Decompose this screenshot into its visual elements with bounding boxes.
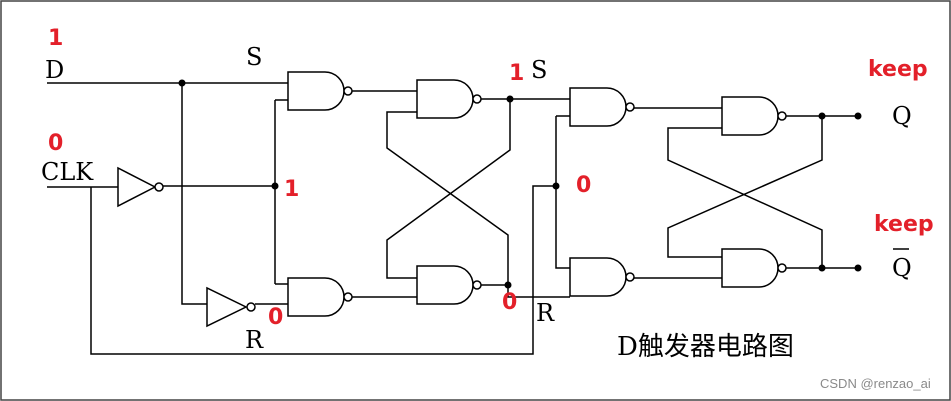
junction-slave-clk (552, 182, 560, 190)
master-feedback-b (386, 100, 511, 279)
clk-label: CLK (41, 158, 94, 186)
junctions (178, 79, 862, 289)
slave-latch-gate-a (721, 96, 787, 136)
d-value: 1 (48, 26, 63, 51)
slave-r-label: R (536, 299, 555, 327)
master-s-label: S (246, 43, 262, 71)
master-latch-gate-a (416, 79, 482, 119)
qbar-terminal (854, 264, 862, 272)
master-r-gate-value: 0 (268, 305, 283, 330)
clk-value: 0 (48, 131, 63, 156)
q-label: Q (892, 102, 912, 130)
slave-feedback-b (667, 116, 823, 258)
slave-gate-s (569, 87, 635, 127)
slave-latch-gate-b (721, 248, 787, 288)
slave-s-value: 1 (509, 61, 524, 86)
q-bar-state-value: keep (874, 212, 934, 237)
slave-r-value: 0 (502, 290, 517, 315)
junction-clk-bar (271, 182, 279, 190)
master-feedback-a (386, 111, 509, 284)
d-inverter (206, 286, 256, 328)
slave-s-label: S (531, 56, 547, 84)
q-bar-label: Q (892, 254, 912, 282)
q-terminal (854, 112, 862, 120)
master-r-label: R (245, 326, 264, 354)
d-to-inverter-wire (181, 83, 207, 305)
slave-clk-vertical-wire (555, 116, 570, 269)
master-latch-gate-b (416, 265, 482, 305)
slave-gate-r (569, 257, 635, 297)
diagram-title: D触发器电路图 (617, 332, 794, 362)
junction-master-q (506, 95, 514, 103)
slave-clk-value: 0 (576, 173, 591, 198)
junction-d (178, 79, 186, 87)
wires (47, 82, 858, 355)
watermark: CSDN @renzao_ai (820, 376, 931, 391)
master-gate-s (287, 71, 353, 111)
master-qbar-to-slave-wire (481, 284, 570, 298)
junction-slave-qbar (818, 264, 826, 272)
q-state-value: keep (868, 57, 928, 82)
master-gate-r (287, 277, 353, 317)
junction-slave-q (818, 112, 826, 120)
d-label: D (45, 56, 64, 84)
clk-return-wire (90, 185, 556, 355)
slave-feedback-a (667, 127, 823, 268)
junction-master-qbar (504, 281, 512, 289)
clk-inverter (117, 166, 164, 208)
master-s-gate-value: 1 (284, 177, 299, 202)
